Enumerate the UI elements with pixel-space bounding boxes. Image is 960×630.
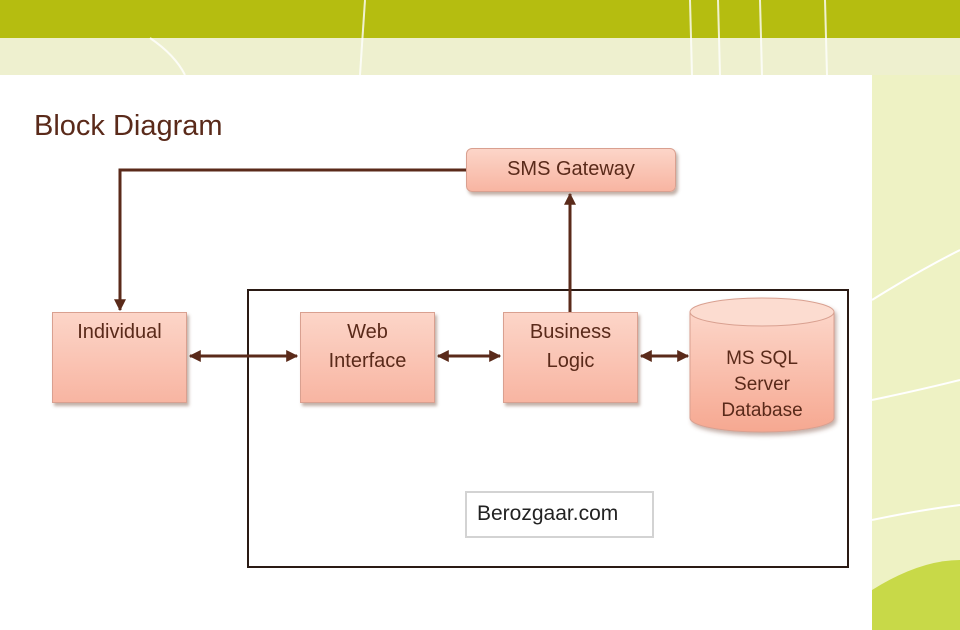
web-interface-label-line-2: Interface xyxy=(328,350,407,372)
database-label: MS SQL Server Database xyxy=(690,346,834,424)
sms-gateway-label: SMS Gateway xyxy=(507,158,635,180)
database-label-line-3: Database xyxy=(721,400,803,421)
individual-node: Individual xyxy=(52,312,187,403)
sms-gateway-node: SMS Gateway xyxy=(466,148,676,192)
slide-title: Block Diagram xyxy=(34,110,223,142)
web-interface-node: Web Interface xyxy=(300,312,435,403)
business-logic-label-line-2: Logic xyxy=(546,350,595,372)
business-logic-node: Business Logic xyxy=(503,312,638,403)
database-label-line-1: MS SQL xyxy=(726,348,798,369)
database-label-line-2: Server xyxy=(734,374,790,395)
business-logic-label-line-1: Business xyxy=(529,321,612,343)
database-cylinder xyxy=(689,297,835,433)
system-boundary-label: Berozgaar.com xyxy=(465,491,654,538)
system-boundary xyxy=(247,289,849,568)
edge-gateway-to-individual xyxy=(114,168,466,312)
individual-label: Individual xyxy=(77,321,162,343)
web-interface-label-line-1: Web xyxy=(347,321,388,343)
